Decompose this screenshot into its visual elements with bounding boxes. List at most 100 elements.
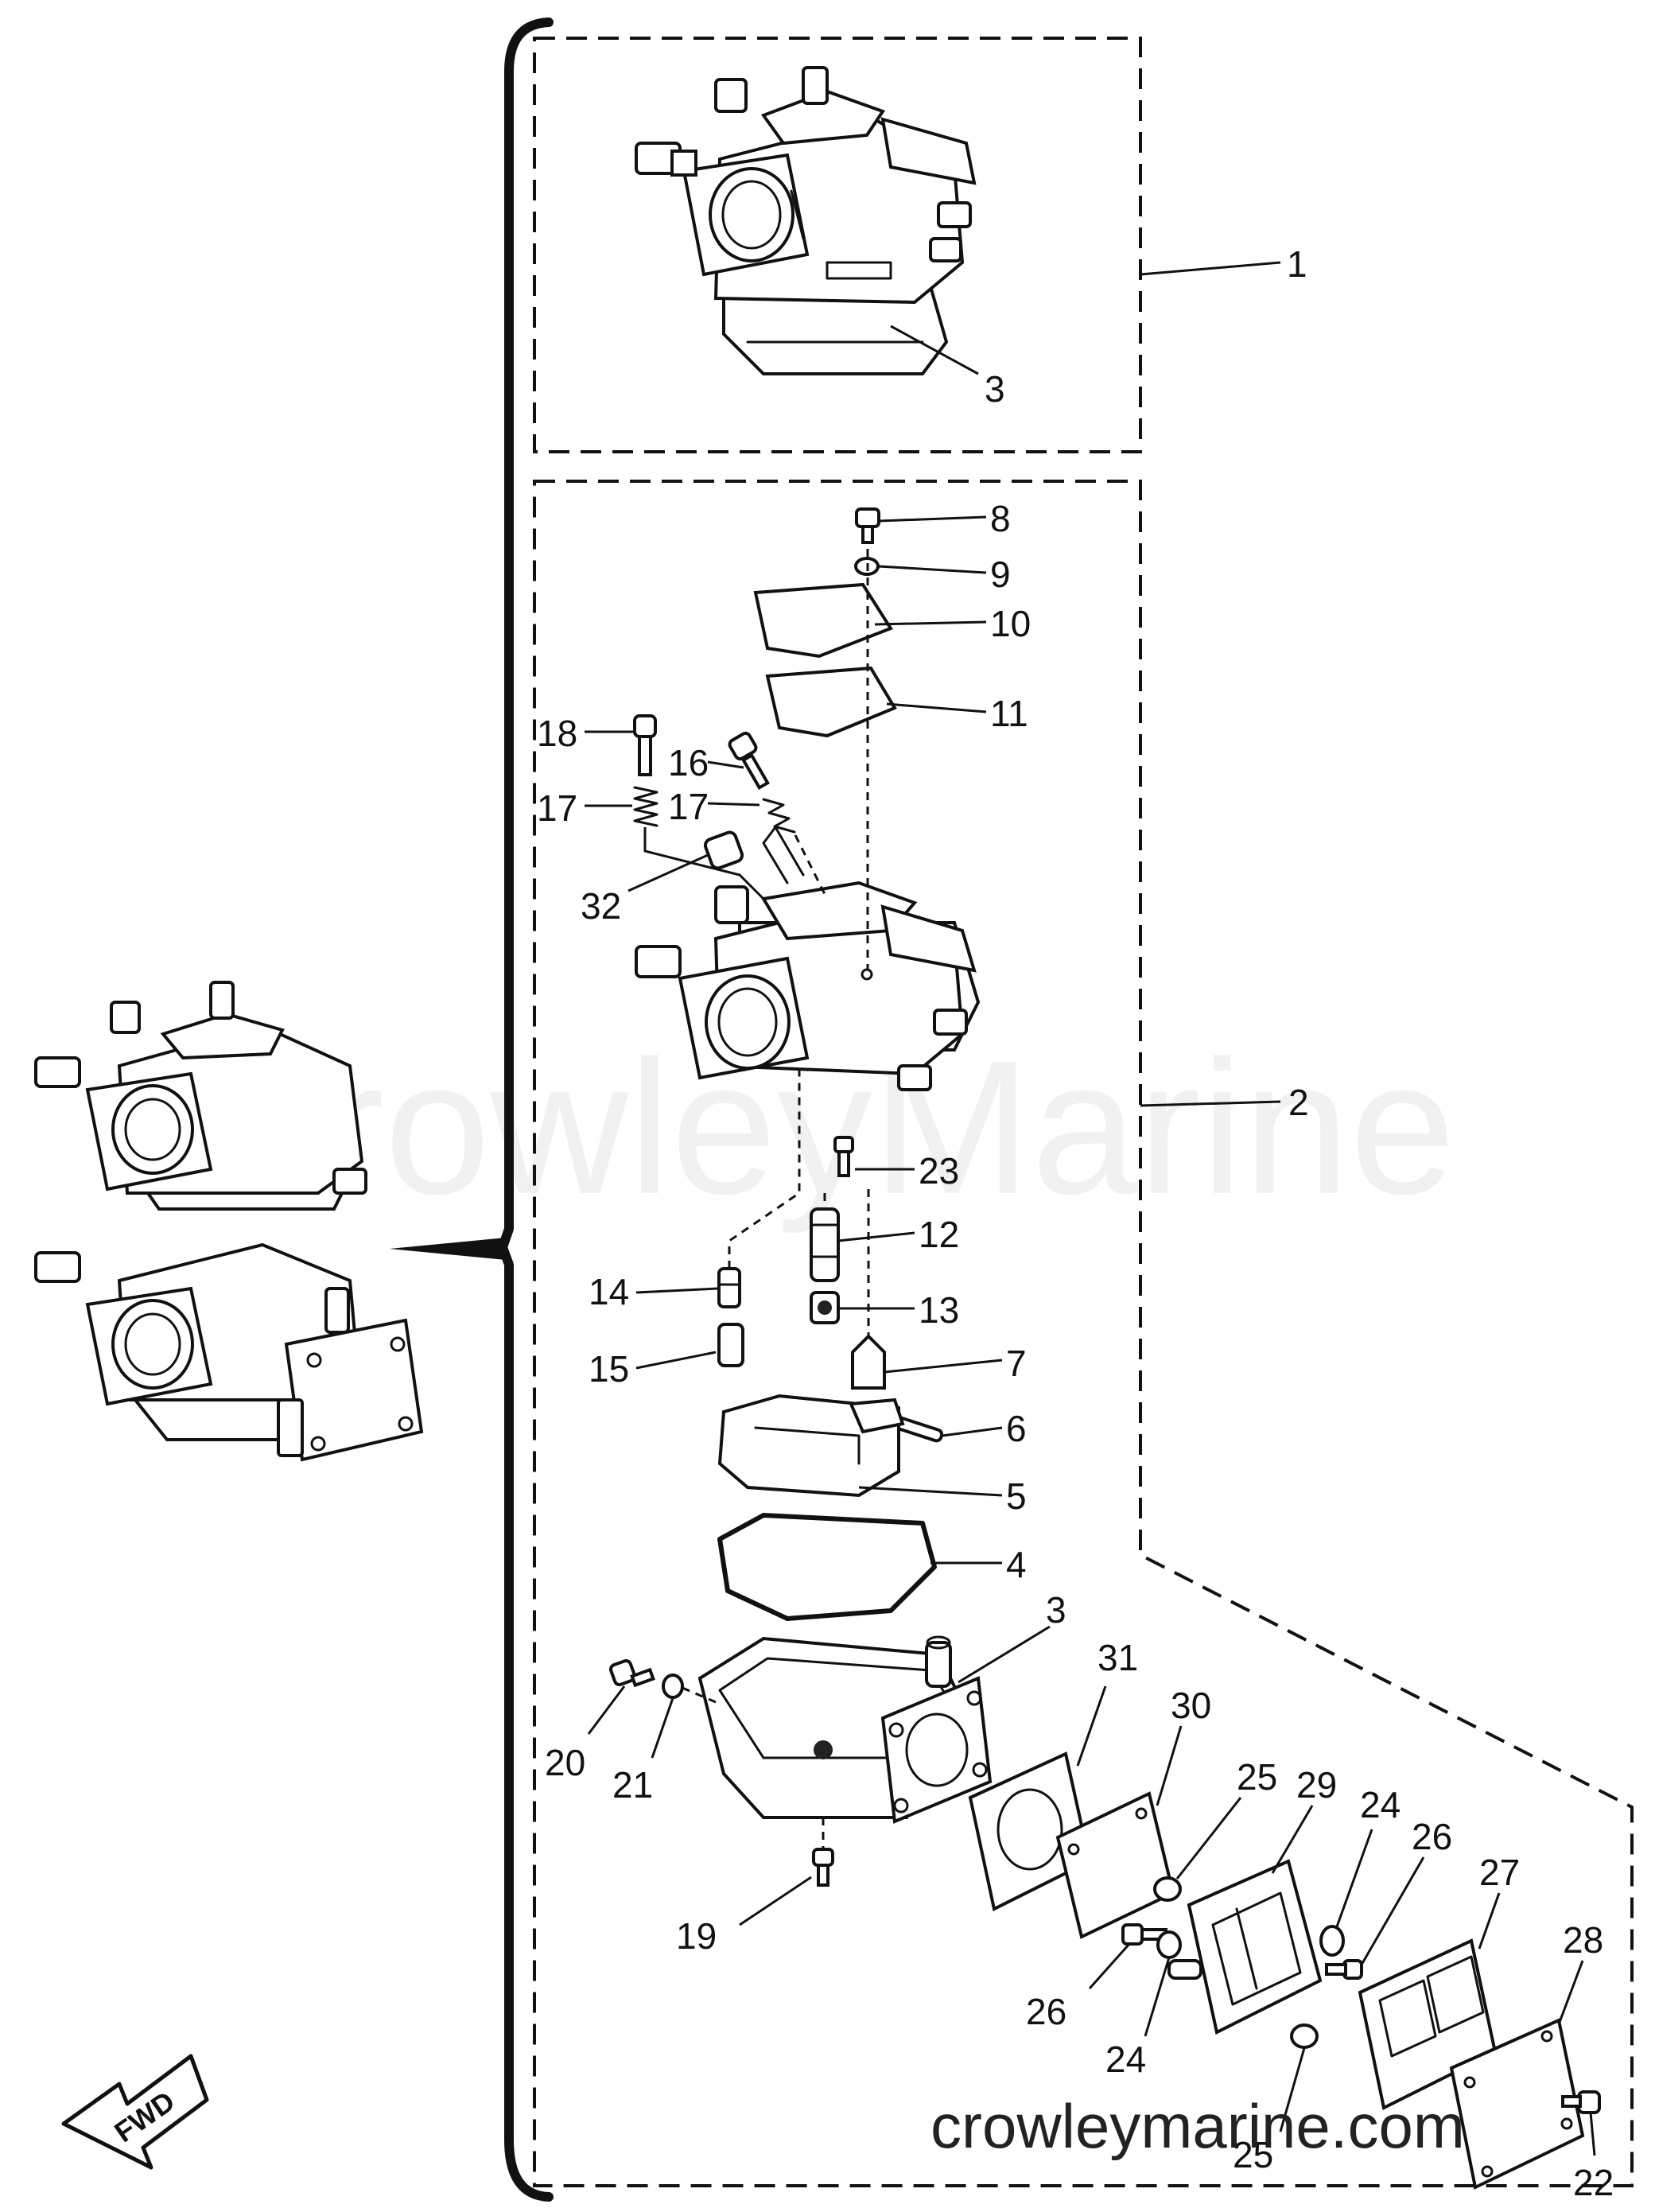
leader-7 xyxy=(884,1359,1003,1374)
callout-14: 14 xyxy=(589,1271,629,1312)
callout-21: 21 xyxy=(612,1764,653,1806)
group-box-1 xyxy=(533,37,1142,453)
callout-11: 11 xyxy=(990,693,1028,734)
part-16-throttle-stop-screw xyxy=(728,731,770,791)
callout-5: 5 xyxy=(1006,1475,1027,1517)
part-13-main-jet xyxy=(810,1291,840,1324)
leader-14 xyxy=(635,1287,718,1294)
leader-26a xyxy=(1088,1943,1131,1989)
part-20-screw xyxy=(609,1659,655,1688)
leader-22 xyxy=(1589,2112,1596,2156)
callout-18: 18 xyxy=(537,713,577,754)
part-15-plug xyxy=(717,1323,744,1367)
dual-carburetor-assembly xyxy=(34,981,424,1462)
leader-27 xyxy=(1478,1892,1501,1950)
part-14-pilot-jet xyxy=(717,1267,741,1308)
leader-25a xyxy=(1175,1797,1242,1880)
callout-24b: 24 xyxy=(1360,1784,1401,1825)
part-7-needle-valve xyxy=(851,1334,886,1390)
leader-3-top xyxy=(890,325,979,375)
leader-17b xyxy=(707,802,760,807)
part-25-check-valve-b xyxy=(1290,2023,1319,2049)
callout-9: 9 xyxy=(990,554,1011,595)
callout-25a: 25 xyxy=(1237,1756,1277,1798)
part-26-screw-b xyxy=(1325,1959,1363,1980)
callout-17b: 17 xyxy=(668,786,709,827)
callout-29: 29 xyxy=(1296,1764,1337,1806)
leader-26b xyxy=(1360,1856,1425,1965)
callout-6: 6 xyxy=(1006,1408,1027,1449)
fwd-label: FWD xyxy=(108,2085,181,2149)
callout-3-top: 3 xyxy=(985,368,1005,410)
callout-12: 12 xyxy=(919,1214,959,1255)
callout-4: 4 xyxy=(1006,1544,1027,1585)
leader-28 xyxy=(1557,1960,1584,2025)
leader-21-to-bowl xyxy=(682,1686,717,1704)
part-21-washer xyxy=(662,1674,684,1699)
part-23-screw xyxy=(833,1136,854,1177)
leader-29 xyxy=(1271,1805,1314,1874)
part-22-screw xyxy=(1561,2090,1601,2114)
leader-16 xyxy=(707,760,744,769)
part-10-cover-plate xyxy=(753,582,893,659)
part-28-pump-cover xyxy=(1449,2018,1585,2190)
callout-31: 31 xyxy=(1098,1637,1138,1678)
callout-27: 27 xyxy=(1479,1852,1520,1893)
callout-22: 22 xyxy=(1573,2162,1614,2203)
leader-2 xyxy=(1140,1100,1281,1107)
part-25-check-valve-a xyxy=(1153,1876,1182,1902)
leader-6 xyxy=(942,1426,1003,1437)
leader-21 xyxy=(651,1697,674,1759)
callout-25b: 25 xyxy=(1233,2134,1273,2175)
callout-7: 7 xyxy=(1006,1343,1027,1384)
callout-23: 23 xyxy=(919,1150,959,1192)
callout-17a: 17 xyxy=(537,787,577,829)
callout-19: 19 xyxy=(676,1915,717,1957)
leader-1 xyxy=(1140,261,1281,276)
callout-16: 16 xyxy=(668,742,709,783)
leader-8 xyxy=(878,515,987,523)
callout-2: 2 xyxy=(1288,1082,1309,1123)
callout-30: 30 xyxy=(1171,1685,1211,1726)
callout-10: 10 xyxy=(990,603,1031,644)
callout-8: 8 xyxy=(990,498,1011,539)
part-18-pilot-screw xyxy=(633,714,657,776)
callout-1: 1 xyxy=(1287,243,1307,285)
leader-31 xyxy=(1076,1685,1107,1767)
part-19-drain-screw xyxy=(812,1848,834,1887)
part-11-gasket xyxy=(765,666,897,738)
leader-20 xyxy=(587,1685,626,1735)
leader-24b xyxy=(1334,1829,1373,1930)
site-url: crowleymarine.com xyxy=(930,2091,1465,2161)
bracket-pointer xyxy=(390,1238,506,1260)
part-8-screw xyxy=(855,507,880,544)
part-29-fuel-pump-body xyxy=(1167,1859,1323,2035)
leader-19 xyxy=(739,1876,812,1926)
leader-25b xyxy=(1279,2047,1306,2132)
group-box-2 xyxy=(533,480,1634,2187)
fwd-direction-arrow: FWD xyxy=(61,2054,209,2170)
callout-3-lower: 3 xyxy=(1046,1589,1066,1631)
leader-32 xyxy=(627,853,709,892)
leader-14-to-body xyxy=(728,1066,801,1269)
part-17-spring-a xyxy=(633,786,659,827)
callout-13: 13 xyxy=(919,1289,959,1331)
part-32-cap xyxy=(703,830,744,870)
part-3-float-bowl xyxy=(697,1635,993,1824)
leader-24a xyxy=(1144,1957,1171,2037)
leader-11 xyxy=(886,702,987,713)
part-24-valve-a xyxy=(1156,1930,1182,1959)
carburetor-assembly-complete xyxy=(635,66,977,375)
leader-10 xyxy=(874,620,987,626)
leader-3-lower xyxy=(958,1625,1051,1684)
leader-12 xyxy=(837,1231,915,1242)
leader-30 xyxy=(1156,1725,1183,1806)
leader-5 xyxy=(858,1486,1003,1497)
callout-32: 32 xyxy=(581,885,621,927)
callout-20: 20 xyxy=(545,1742,585,1783)
leader-15 xyxy=(635,1351,717,1370)
callout-15: 15 xyxy=(589,1348,629,1390)
part-5-float xyxy=(717,1394,905,1498)
callout-26b: 26 xyxy=(1412,1816,1452,1857)
